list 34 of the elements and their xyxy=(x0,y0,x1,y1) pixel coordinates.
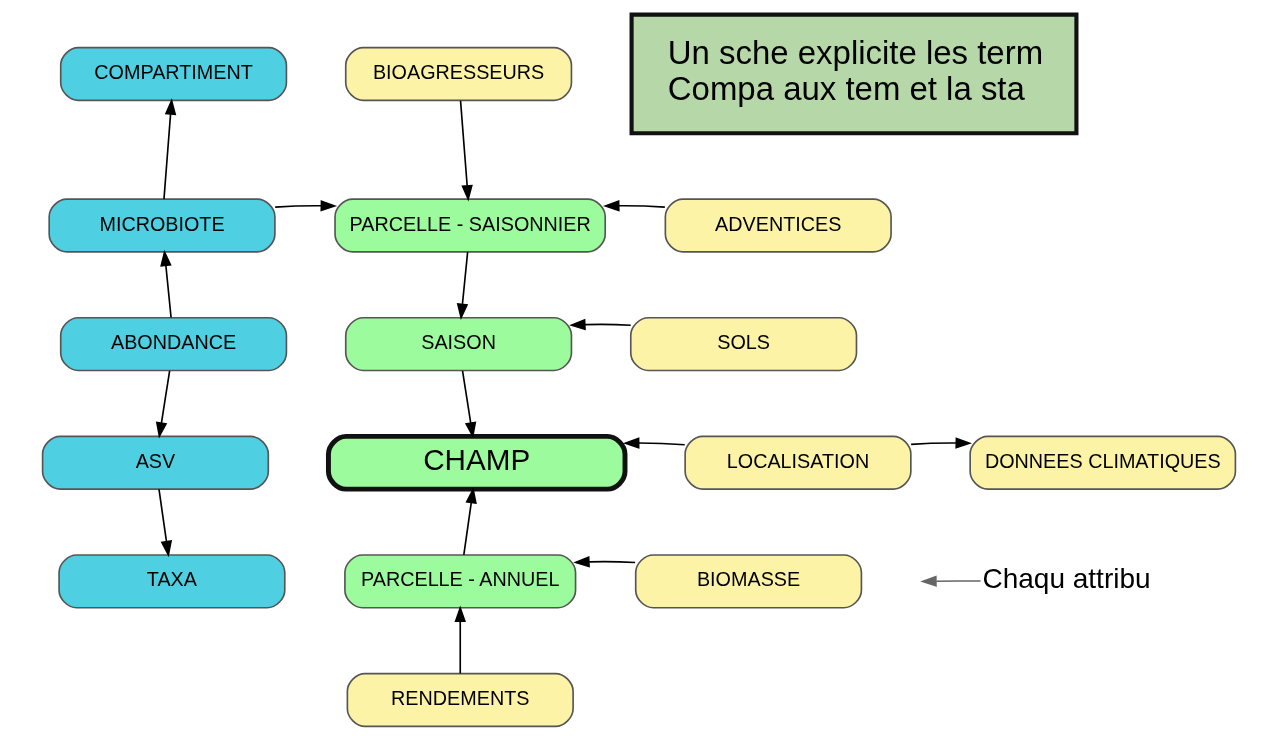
node-box: SOLS xyxy=(629,316,858,372)
node-text: Chaqu attribu xyxy=(982,563,1151,595)
arrow xyxy=(456,251,469,320)
arrow xyxy=(163,98,177,200)
arrow xyxy=(569,318,632,331)
node-box: ADVENTICES xyxy=(664,198,892,253)
arrow xyxy=(461,370,477,439)
node-box: ABONDANCE xyxy=(59,316,288,372)
node-box: ASV xyxy=(41,435,270,490)
arrow xyxy=(160,249,172,319)
node-box: CHAMP xyxy=(325,433,628,492)
node-box: BIOMASSE xyxy=(634,554,863,609)
node-box: SAISON xyxy=(344,316,573,372)
node-box: BIOAGRESSEURS xyxy=(344,46,573,102)
arrow xyxy=(573,556,636,568)
arrow xyxy=(603,200,666,212)
node-box: MICROBIOTE xyxy=(48,198,276,253)
node-box: PARCELLE - SAISONNIER xyxy=(334,198,607,253)
node-box: DONNEES CLIMATIQUES xyxy=(969,435,1237,490)
arrow xyxy=(622,437,686,449)
arrow xyxy=(158,488,173,558)
node-box: TAXA xyxy=(58,554,286,609)
node-box: PARCELLE - ANNUEL xyxy=(344,554,577,609)
node-box: RENDEMENTS xyxy=(346,672,574,728)
node-box: Un sche explicite les term Compa aux tem et la sta xyxy=(629,12,1079,136)
arrow xyxy=(910,437,972,449)
node-box: LOCALISATION xyxy=(684,435,912,490)
arrow xyxy=(459,99,473,202)
arrow xyxy=(920,575,982,587)
node-box: COMPARTIMENT xyxy=(59,46,288,102)
arrow xyxy=(274,200,338,212)
arrow xyxy=(463,486,477,556)
arrow xyxy=(155,370,171,439)
arrow xyxy=(454,605,466,675)
